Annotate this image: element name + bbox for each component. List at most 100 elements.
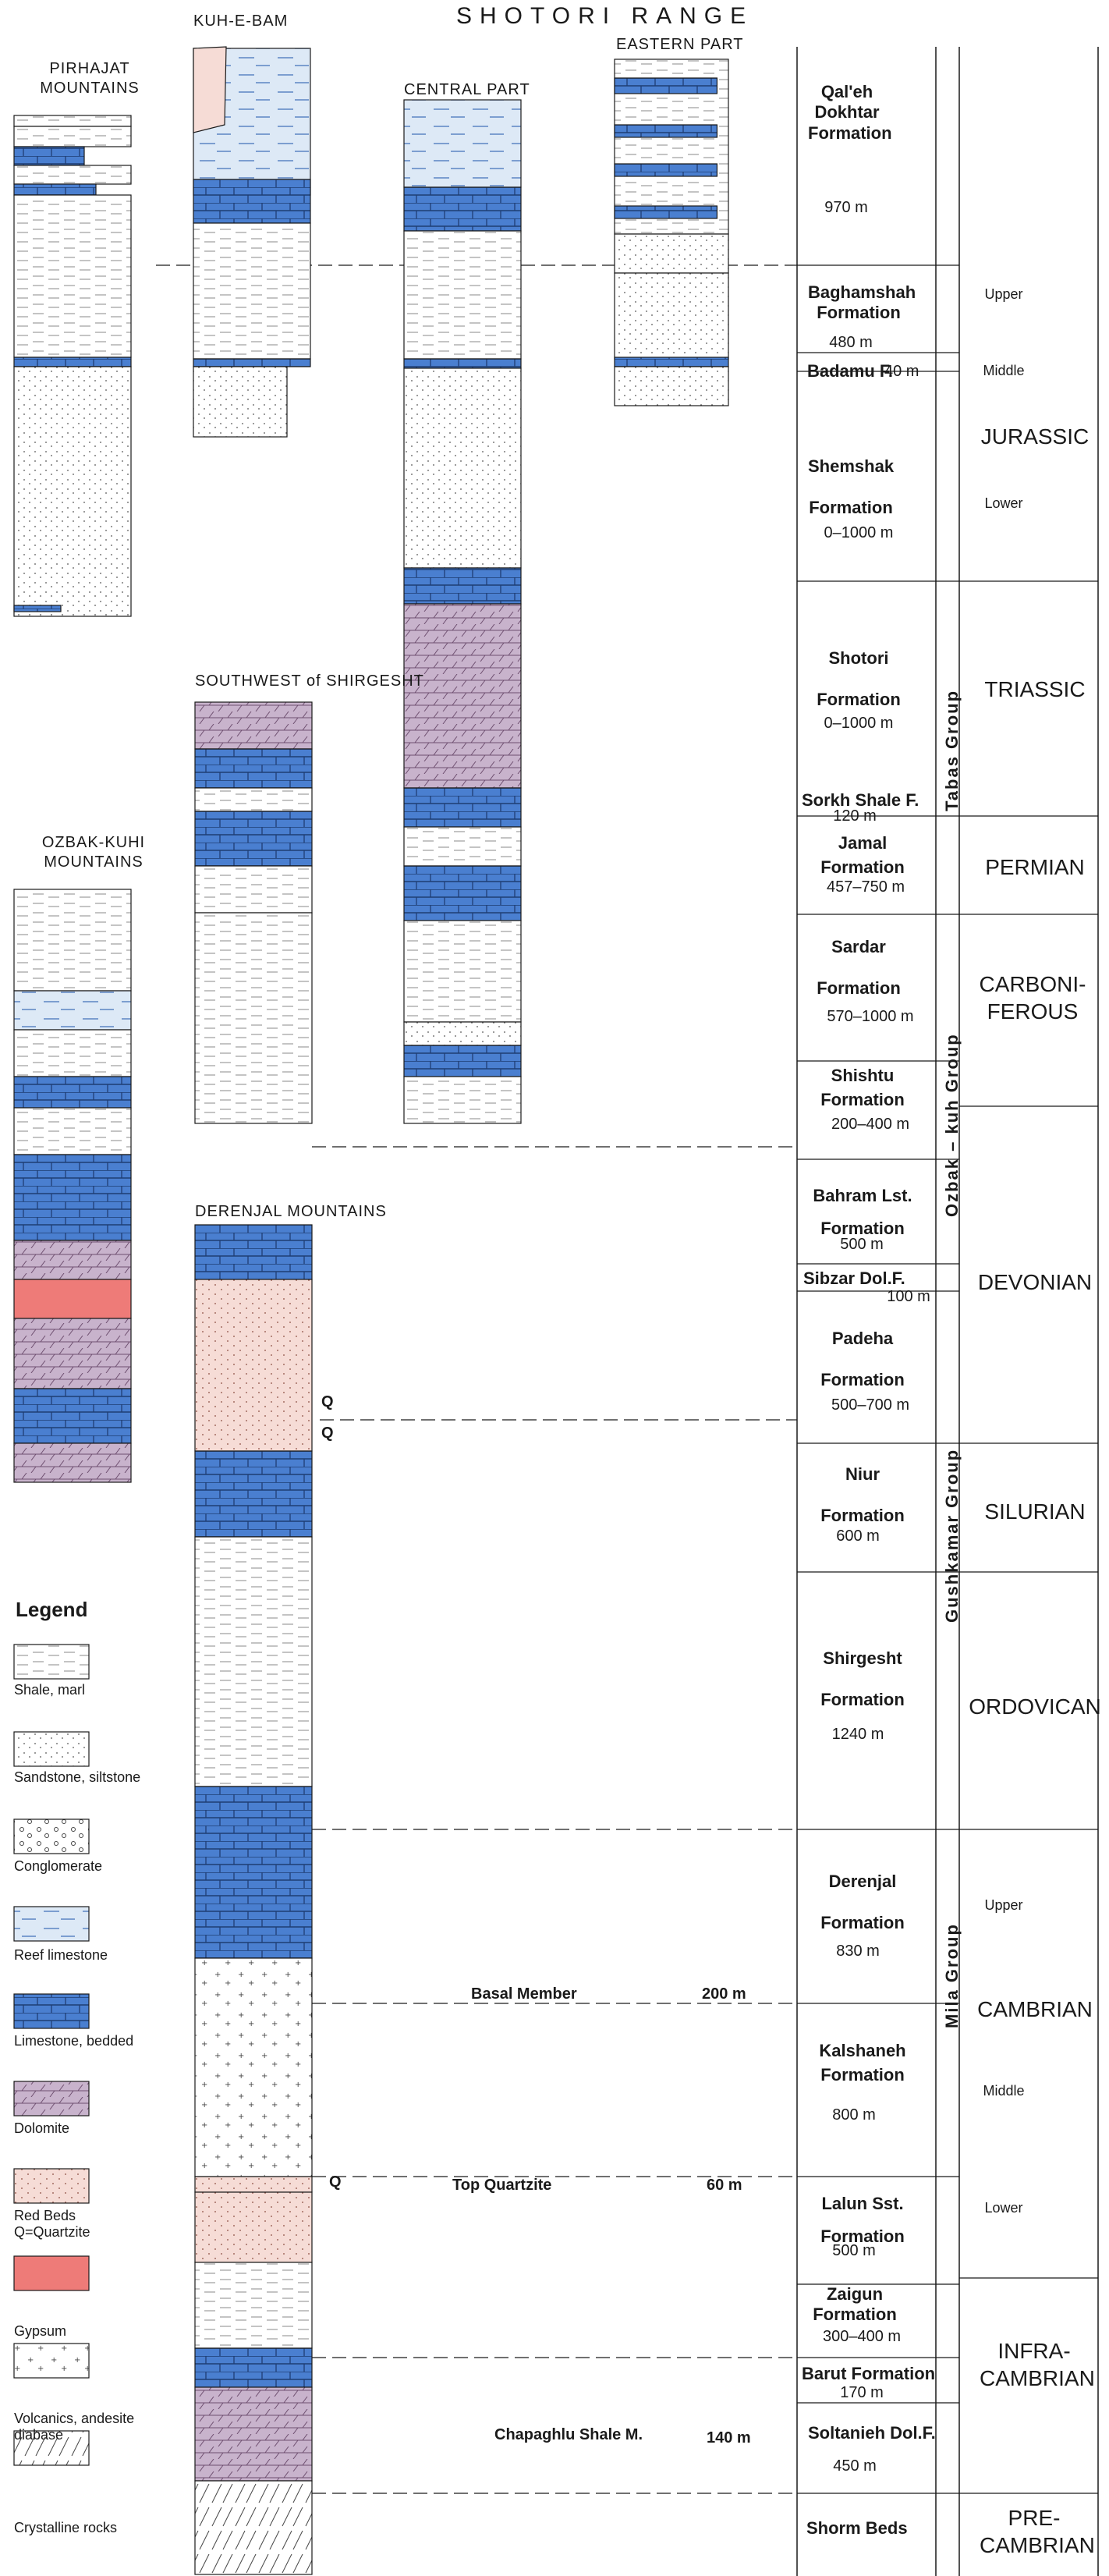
period-label: JURASSIC <box>980 424 1090 449</box>
formation-thickness: 170 m <box>840 2384 884 2401</box>
column-ozbak <box>13 889 132 1483</box>
legend-swatch <box>13 2168 90 2204</box>
period-label: CAMBRIAN <box>977 1997 1093 2021</box>
subdivision-label: Upper <box>984 1897 1023 1913</box>
lithology-bed <box>194 787 313 812</box>
formation-name: Shorm Beds <box>806 2518 908 2538</box>
formation-thickness: 800 m <box>832 2106 876 2124</box>
formation-thickness: 200–400 m <box>831 1116 910 1133</box>
lithology-bed <box>194 2191 313 2263</box>
legend-swatch <box>13 2255 90 2291</box>
lithology-bed <box>403 1076 522 1124</box>
legend-label: Crystalline rocks <box>14 2520 118 2535</box>
formation-name: Shemshak Formation <box>808 456 895 517</box>
lithology-bed <box>194 1536 313 1787</box>
lithology-bed <box>13 1076 132 1109</box>
lithology-bed <box>403 603 522 789</box>
member-label: Top Quartzite <box>452 2177 552 2194</box>
legend-label: Conglomerate <box>14 1858 103 1874</box>
lithology-bed <box>13 1029 132 1077</box>
formation-thickness: 450 m <box>833 2457 877 2475</box>
lithology-bed <box>614 233 729 274</box>
period-label: PRE- CAMBRIAN <box>980 2506 1095 2557</box>
formation-thickness: 500 m <box>832 2242 876 2259</box>
legend-label: Reef limestone <box>14 1947 108 1963</box>
lithology-bed <box>194 1224 313 1280</box>
lithology-bed <box>13 126 132 147</box>
lithology-bed <box>194 701 313 750</box>
legend-swatch <box>13 1993 90 2029</box>
legend-label: Red Beds Q=Quartzite <box>14 2208 90 2240</box>
column-pirhajat <box>13 115 132 617</box>
formation-thickness: 40 m <box>884 363 919 380</box>
lithology-bed <box>13 990 132 1031</box>
quartzite-marker: Q <box>321 1425 334 1442</box>
formation-name: Jamal Formation <box>820 833 905 877</box>
formation-name: Sibzar Dol.F. <box>803 1268 905 1288</box>
formation-name: Badamu F. <box>807 361 894 381</box>
lithology-bed <box>403 358 522 369</box>
formation-name: Soltanieh Dol.F. <box>808 2423 936 2443</box>
legend-label: Sandstone, siltstone <box>14 1769 141 1785</box>
formation-name: Lalun Sst. Formation <box>820 2194 905 2246</box>
member-label: Chapaghlu Shale M. <box>494 2426 643 2443</box>
lithology-bed <box>403 865 522 921</box>
lithology-bed <box>614 124 717 138</box>
formation-name: Kalshaneh Formation <box>819 2041 906 2085</box>
legend-title: Legend <box>16 1598 88 1621</box>
formation-thickness: 0–1000 m <box>824 524 894 541</box>
lithology-bed <box>403 787 522 828</box>
group-label: Mila Group <box>942 1923 962 2028</box>
legend-swatch <box>13 2430 90 2466</box>
legend-swatches <box>13 1644 90 2466</box>
lithology-bed <box>194 2480 313 2575</box>
lithology-bed <box>13 889 132 992</box>
period-label: INFRA- CAMBRIAN <box>980 2339 1095 2390</box>
formation-thickness: 300–400 m <box>822 2328 902 2345</box>
lithologic-columns <box>13 46 729 2575</box>
formation-name: Barut Formation <box>802 2364 936 2383</box>
lithology-bed <box>194 865 313 914</box>
lithology-bed <box>13 146 85 166</box>
lithology-bed <box>13 1107 132 1155</box>
period-label: SILURIAN <box>984 1499 1086 1524</box>
subdivision-label: Lower <box>984 2200 1023 2216</box>
subdivision-label: Middle <box>983 363 1025 378</box>
lithology-bed <box>13 366 132 617</box>
lithology-bed <box>194 748 313 789</box>
lithology-bed <box>403 1045 522 1077</box>
member-label: Basal Member <box>471 1985 577 2003</box>
lithology-bed <box>614 163 717 177</box>
formation-table <box>796 47 1099 2576</box>
lithology-bed <box>614 272 729 360</box>
formation-name: Sorkh Shale F. <box>802 790 919 810</box>
group-label: Ozbak – kuh Group <box>942 1033 962 1217</box>
legend-swatch <box>13 1906 90 1942</box>
legend-swatch <box>13 1731 90 1767</box>
lithology-bed <box>13 194 132 358</box>
red-bed-wedge <box>193 46 227 133</box>
legend-label: Limestone, bedded <box>14 2033 134 2049</box>
lithology-bed <box>193 366 288 438</box>
period-label: ORDOVICAN <box>969 1694 1101 1719</box>
lithology-bed <box>194 912 313 1124</box>
formation-name: Sardar Formation <box>817 937 901 998</box>
legend-swatch <box>13 2343 90 2379</box>
lithology-bed <box>193 358 311 367</box>
legend-swatch <box>13 2081 90 2117</box>
legend-label: Gypsum <box>14 2323 67 2339</box>
member-thickness: 200 m <box>702 1985 746 2003</box>
formation-thickness: 500–700 m <box>831 1396 910 1414</box>
formation-thickness: 500 m <box>840 1236 884 1253</box>
section-label-central: CENTRAL PART <box>404 81 530 98</box>
lithology-bed <box>13 357 132 367</box>
lithology-bed <box>614 366 729 406</box>
legend-swatch <box>13 1818 90 1854</box>
member-thickness: 60 m <box>707 2177 742 2194</box>
section-label-eastern: EASTERN PART <box>616 36 744 53</box>
formation-name: Bahram Lst. Formation <box>813 1186 912 1238</box>
section-label-kuhebam: KUH-E-BAM <box>193 12 289 30</box>
formation-name: Niur Formation <box>820 1464 905 1525</box>
lithology-bed <box>194 2347 313 2388</box>
